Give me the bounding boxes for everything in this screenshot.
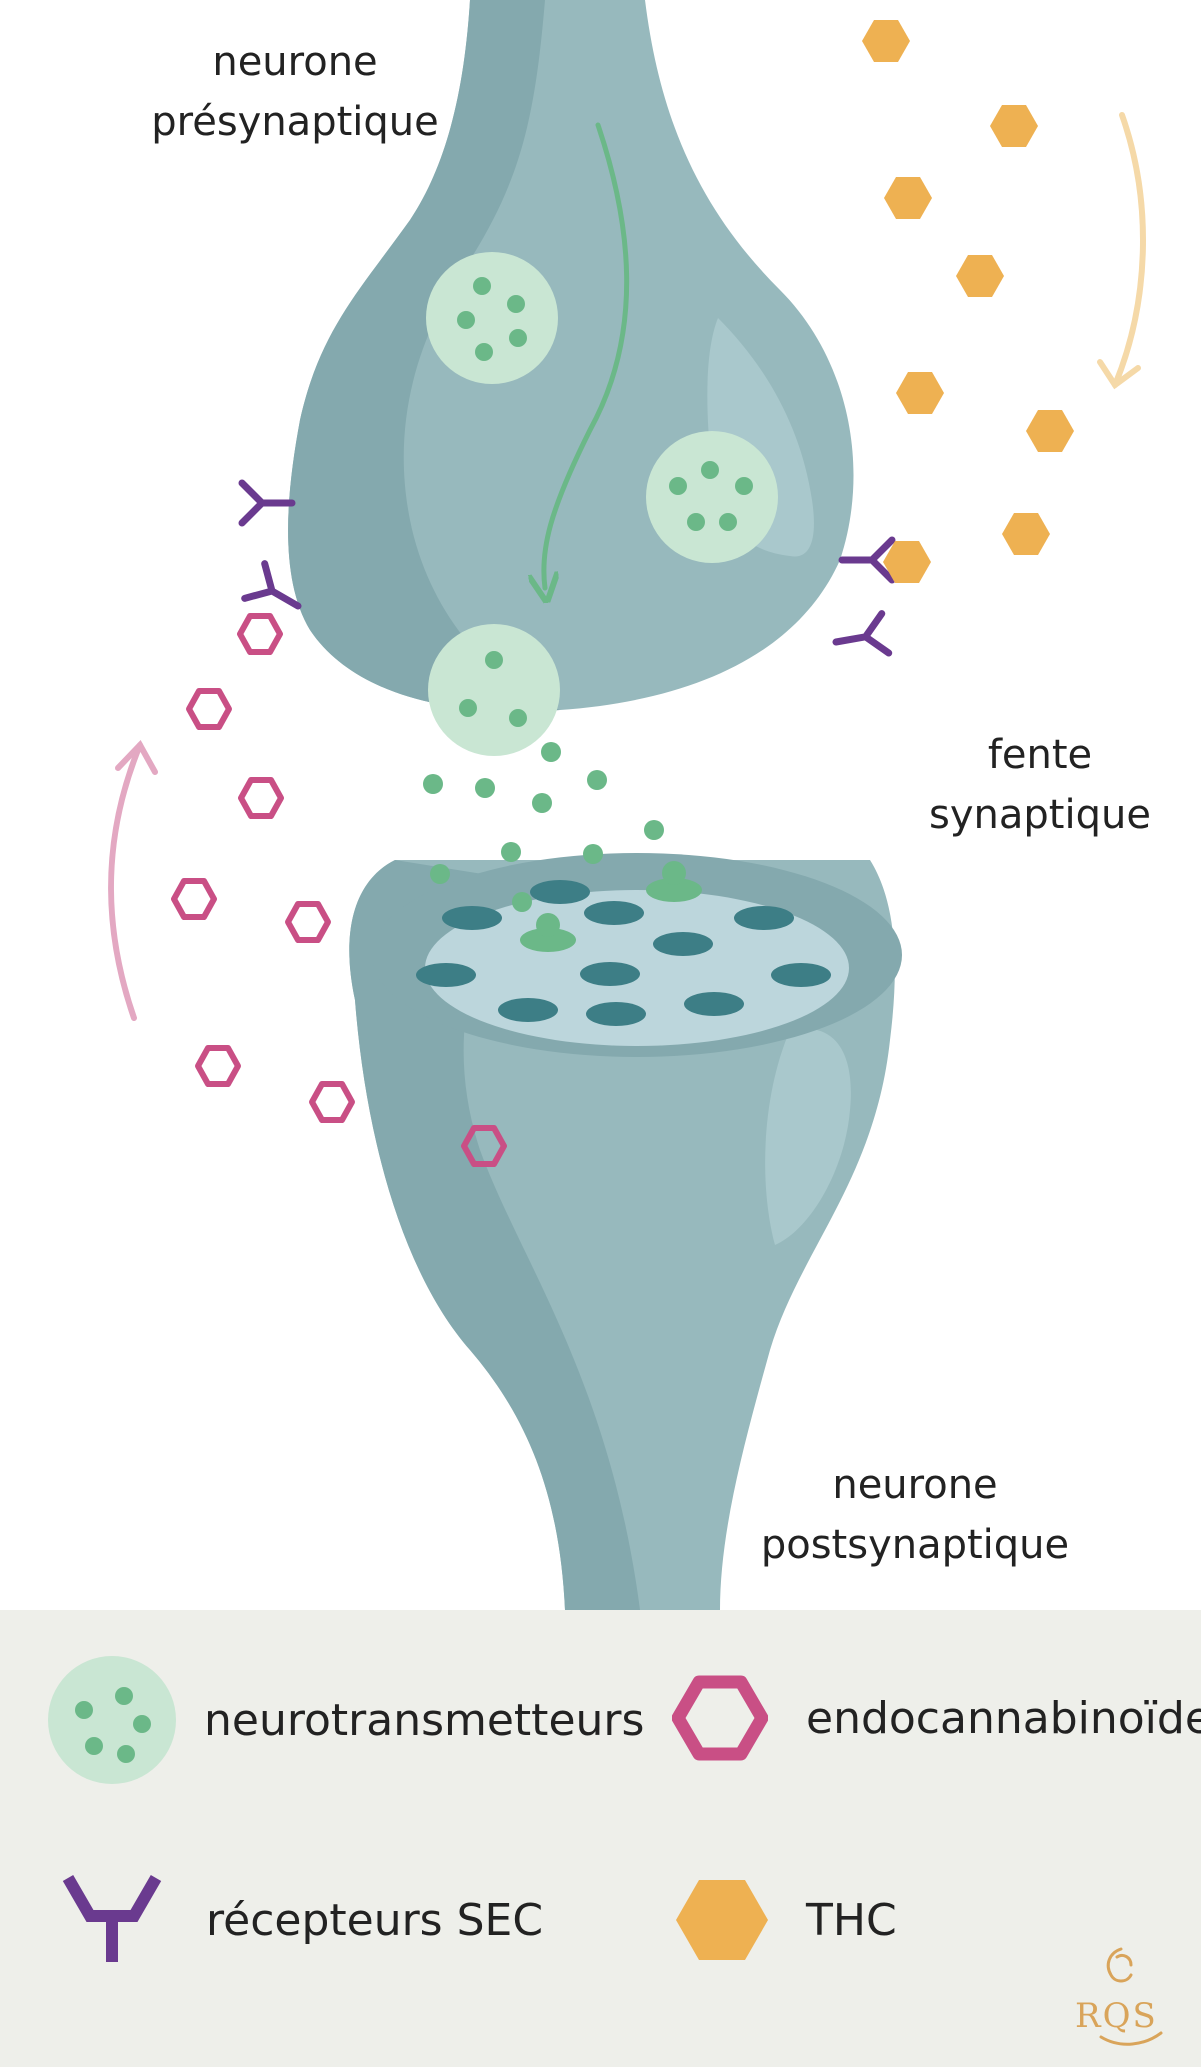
vesicle bbox=[646, 431, 778, 563]
vesicle bbox=[426, 252, 558, 384]
legend-item-endocannabinoids: endocannabinoïdes bbox=[672, 1670, 1201, 1766]
presynaptic-label: neurone présynaptique bbox=[150, 32, 440, 152]
cleft-label: fente synaptique bbox=[920, 725, 1160, 845]
cannabinoid-receptors bbox=[238, 479, 896, 657]
synapse-illustration bbox=[107, 0, 1146, 1610]
postsynaptic-neuron bbox=[349, 853, 902, 1610]
retrograde-arrow bbox=[107, 739, 158, 1021]
legend: neurotransmetteurs endocannabinoïdes réc… bbox=[0, 1610, 1201, 2067]
y-receptor-icon bbox=[62, 1874, 162, 1962]
released-neurotransmitters bbox=[423, 742, 664, 912]
legend-label-thc: THC bbox=[806, 1894, 897, 1946]
vesicle-releasing bbox=[428, 624, 560, 756]
legend-label-receptors: récepteurs SEC bbox=[206, 1894, 544, 1946]
thc-molecules bbox=[862, 20, 1074, 583]
thc-arrow bbox=[1097, 112, 1146, 390]
endocannabinoids bbox=[171, 613, 507, 1167]
presynaptic-label-line1: neurone bbox=[212, 39, 378, 85]
legend-label-endocannabinoids: endocannabinoïdes bbox=[806, 1692, 1201, 1744]
bound-neurotransmitters bbox=[520, 861, 702, 952]
vesicle-icon bbox=[48, 1656, 176, 1784]
legend-item-thc: THC bbox=[676, 1878, 897, 1962]
postsynaptic-label-line2: postsynaptique bbox=[760, 1522, 1070, 1568]
cleft-label-line2: synaptique bbox=[929, 792, 1151, 838]
synapse-diagram: neurone présynaptique fente synaptique n… bbox=[107, 0, 1160, 1610]
legend-item-receptors: récepteurs SEC bbox=[60, 1872, 543, 1968]
rqs-logo: RQS bbox=[1075, 1947, 1163, 2046]
postsynaptic-receptors bbox=[416, 880, 831, 1026]
hexagon-outline-icon bbox=[672, 1675, 768, 1761]
legend-item-neurotransmitters: neurotransmetteurs bbox=[46, 1654, 644, 1786]
legend-label-neurotransmitters: neurotransmetteurs bbox=[204, 1694, 645, 1746]
presynaptic-label-line2: présynaptique bbox=[151, 99, 439, 145]
postsynaptic-label-line1: neurone bbox=[832, 1462, 998, 1508]
hexagon-filled-icon bbox=[676, 1880, 768, 1960]
svg-text:RQS: RQS bbox=[1075, 1996, 1158, 2036]
cleft-label-line1: fente bbox=[987, 732, 1093, 778]
signal-arrow bbox=[544, 122, 630, 588]
postsynaptic-label: neurone postsynaptique bbox=[755, 1455, 1075, 1575]
